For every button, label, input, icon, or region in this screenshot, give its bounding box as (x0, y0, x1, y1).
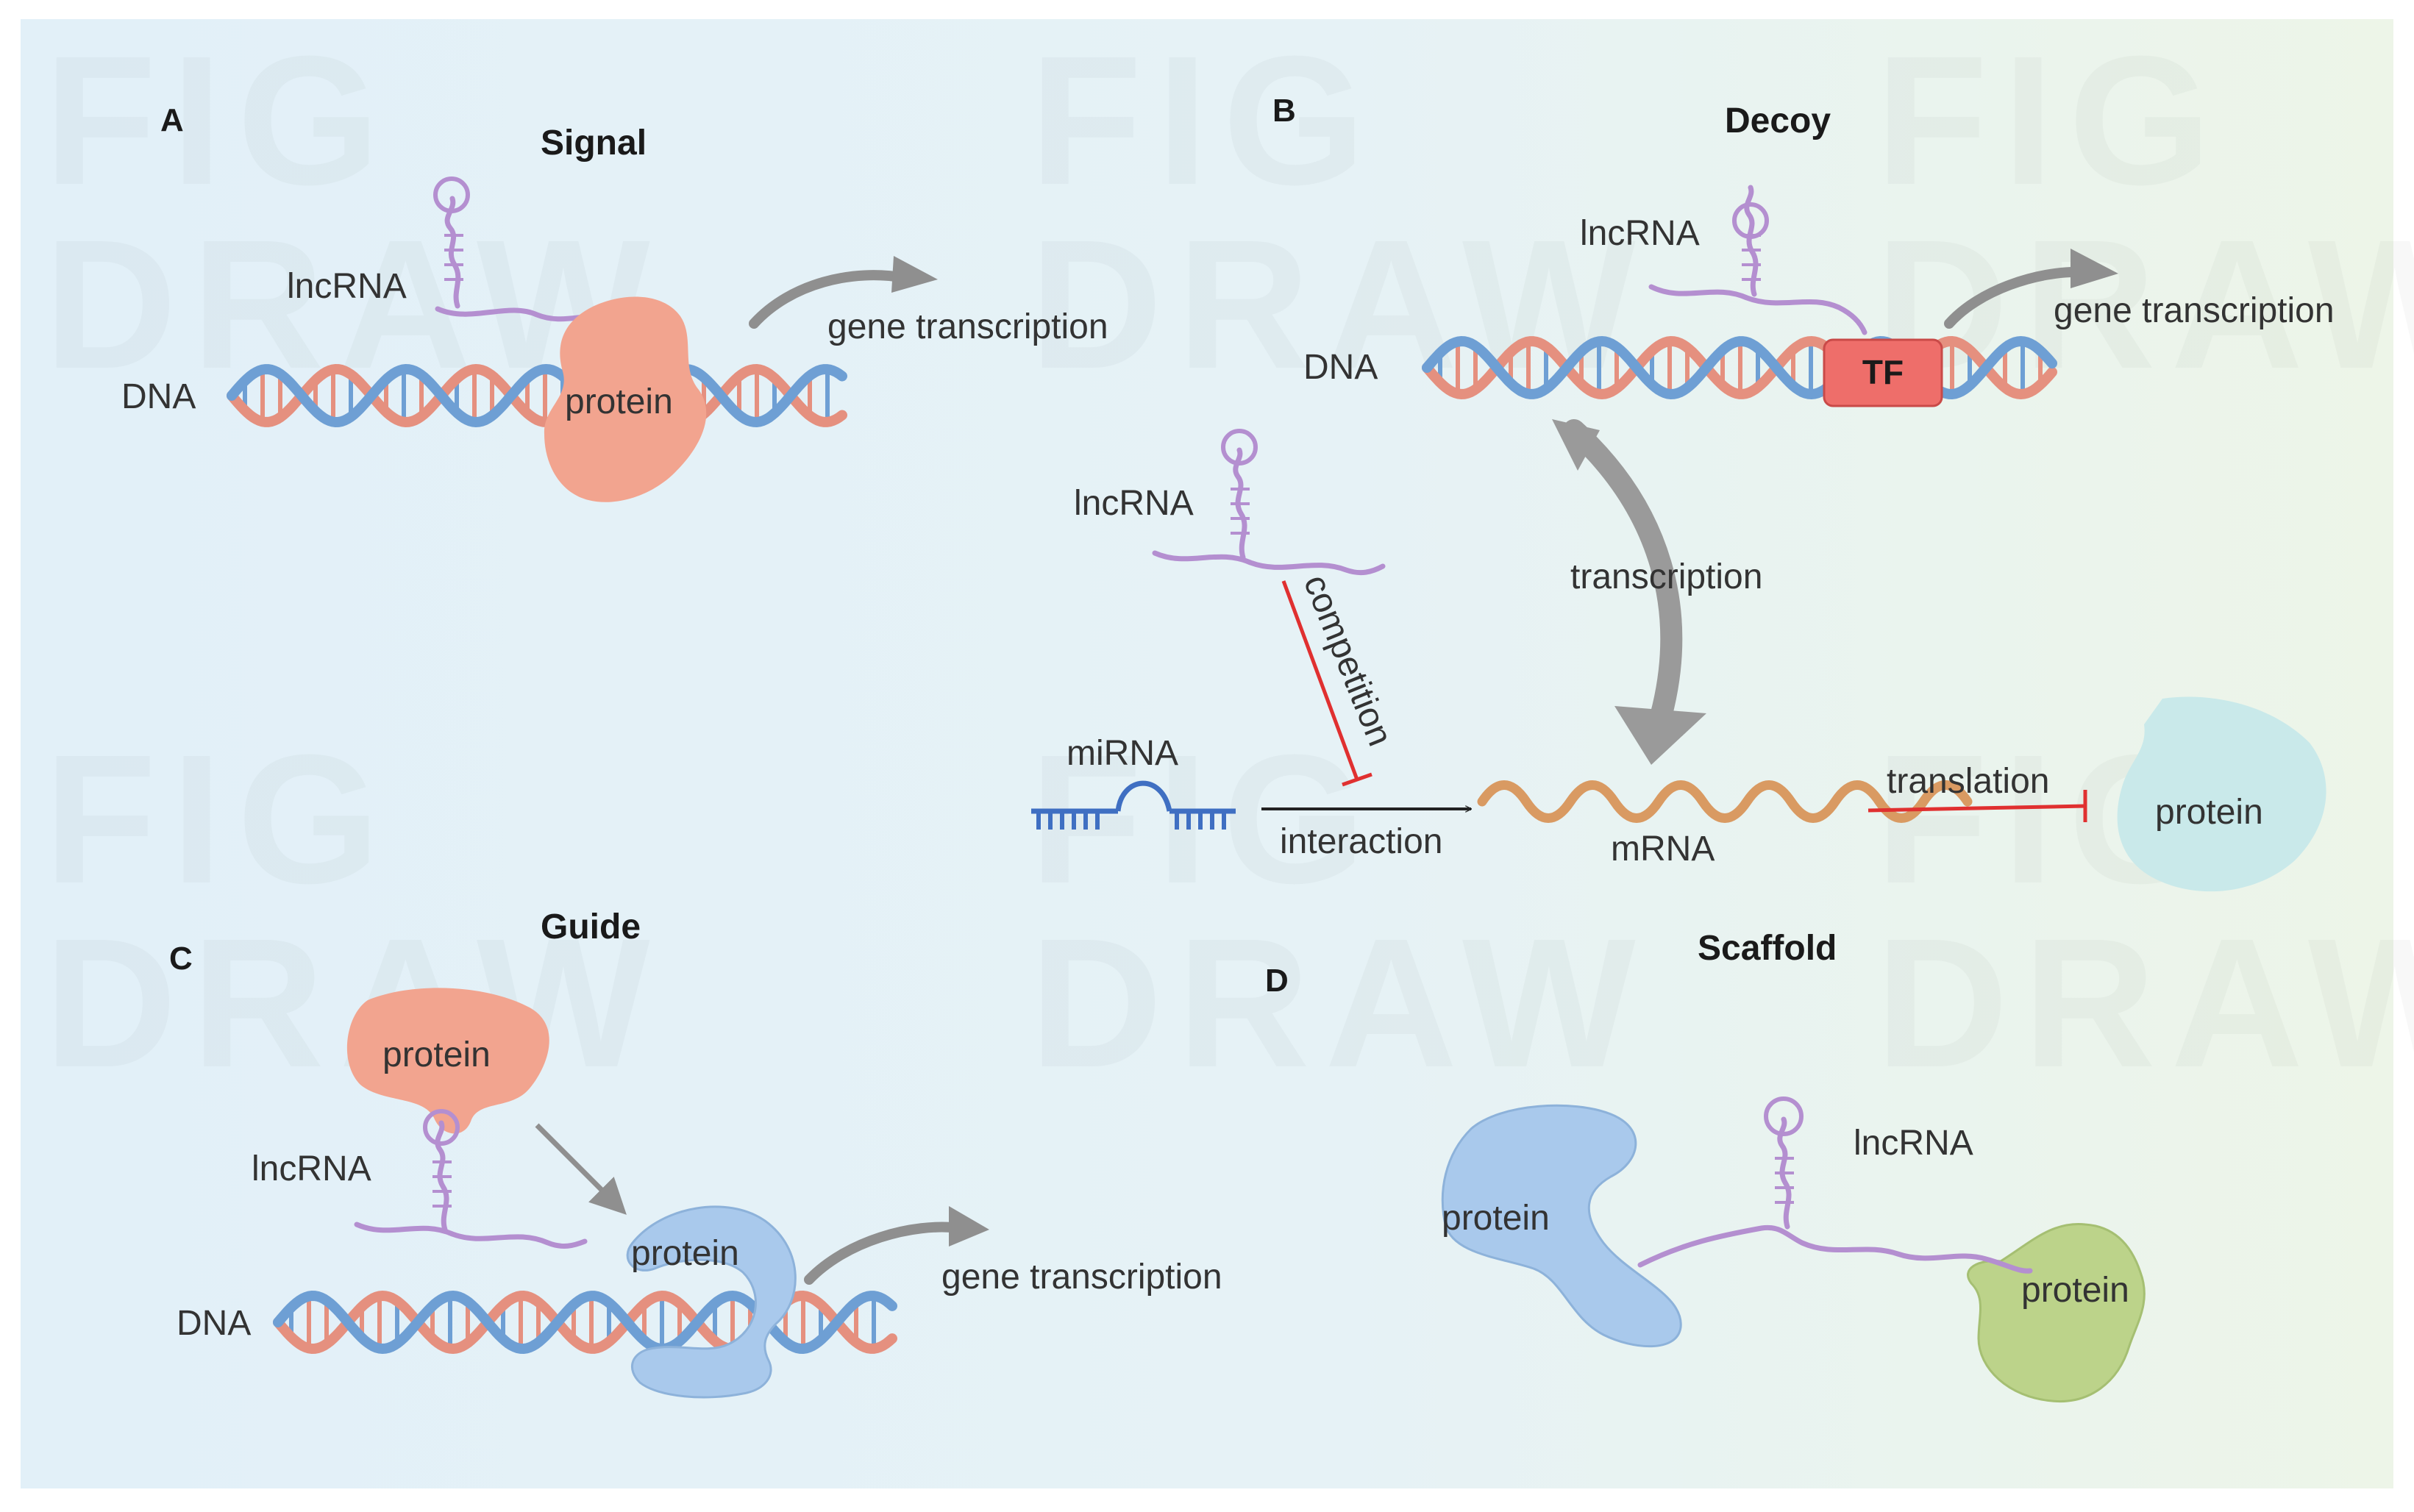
arrow-head (891, 256, 938, 293)
dna-label: DNA (121, 377, 196, 416)
protein-label: protein (631, 1234, 739, 1273)
gene-transcription-label: gene transcription (827, 307, 1108, 346)
arrow-curved (749, 270, 910, 329)
watermark-text: FIG (44, 18, 395, 223)
panel-a-signal: A Signal DNA lncRNA protein gene transcr… (121, 102, 1108, 502)
tf-box (1823, 338, 1943, 407)
protein-label: protein (382, 1035, 491, 1074)
arrow-head (1614, 706, 1706, 765)
watermark-text: FIG (1030, 18, 1381, 223)
arrow-curved (804, 1222, 965, 1285)
lncrna-molecule (1152, 429, 1386, 576)
arrow-head (2071, 249, 2118, 288)
arrow-tail (1552, 419, 1600, 471)
dna-strand (227, 363, 847, 428)
dna-strand (1422, 335, 2057, 400)
gene-transcription-label: gene transcription (2054, 291, 2335, 330)
lncrna-molecule (354, 1109, 588, 1249)
protein-blob (544, 296, 707, 502)
gene-transcription-label: gene transcription (941, 1258, 1222, 1297)
lncrna-label: lncRNA (1074, 484, 1194, 523)
lncrna-molecule (1637, 1096, 2033, 1274)
dna-helix (227, 363, 847, 428)
panel-c-guide: C Guide protein lncRNA DNA protein gene … (169, 907, 1222, 1399)
transcription-label: transcription (1570, 557, 1762, 596)
panel-d-scaffold: D Scaffold protein protein lncRNA (1265, 929, 2146, 1403)
panel-title-signal: Signal (541, 124, 647, 163)
panel-title-guide: Guide (541, 907, 641, 946)
guide-arrow (535, 1123, 627, 1215)
protein-blob (626, 1205, 797, 1399)
panel-b-decoy: B Decoy DNA lncRNA TF gene transcription… (1031, 93, 2335, 892)
panel-letter-c: C (169, 941, 193, 977)
interaction-label: interaction (1280, 822, 1442, 861)
mrna-label: mRNA (1611, 830, 1715, 869)
watermark-text: DRAW (1030, 900, 1651, 1105)
watermark-text: DRAW (1876, 900, 2414, 1105)
inhibit-bar (1342, 772, 1372, 787)
dna-label: DNA (1303, 348, 1378, 387)
protein-label: protein (565, 382, 673, 421)
mrna-strand (1477, 780, 1973, 823)
lncrna-label: lncRNA (1580, 214, 1700, 253)
tf-label: TF (1862, 353, 1904, 391)
dna-strand (1422, 335, 2057, 400)
arrow-head (949, 1206, 989, 1247)
translation-label: translation (1887, 762, 2049, 801)
lncrna-label: lncRNA (1854, 1124, 1973, 1163)
figure-background (21, 19, 2393, 1488)
mirna-molecule (1031, 780, 1236, 830)
protein-blob (2117, 696, 2326, 892)
protein-label: protein (2155, 793, 2263, 832)
panel-title-scaffold: Scaffold (1698, 929, 1837, 968)
watermark-text: FIG (1876, 18, 2226, 223)
dna-strand (273, 1290, 897, 1355)
protein-label: protein (2021, 1271, 2129, 1310)
competition-inhibit-line (1281, 580, 1359, 780)
lncrna-label: lncRNA (287, 267, 407, 306)
mirna-label: miRNA (1067, 734, 1178, 773)
transcription-arrow (1563, 419, 1683, 735)
dna-label: DNA (177, 1304, 251, 1343)
panel-letter-a: A (160, 102, 184, 138)
protein-blob (346, 988, 549, 1134)
protein-blob (1441, 1104, 1682, 1348)
panel-letter-d: D (1265, 963, 1289, 999)
lncrna-molecule (1648, 185, 1868, 335)
panel-title-decoy: Decoy (1725, 101, 1831, 140)
translation-inhibit-line (1868, 804, 2086, 813)
protein-label: protein (1442, 1199, 1550, 1238)
lncrna-label: lncRNA (252, 1149, 371, 1188)
watermark-text: FIG (44, 716, 395, 921)
dna-strand (227, 363, 847, 428)
panel-letter-b: B (1272, 93, 1296, 129)
dna-helix (1422, 335, 2057, 400)
arrow-curved (1944, 266, 2087, 329)
